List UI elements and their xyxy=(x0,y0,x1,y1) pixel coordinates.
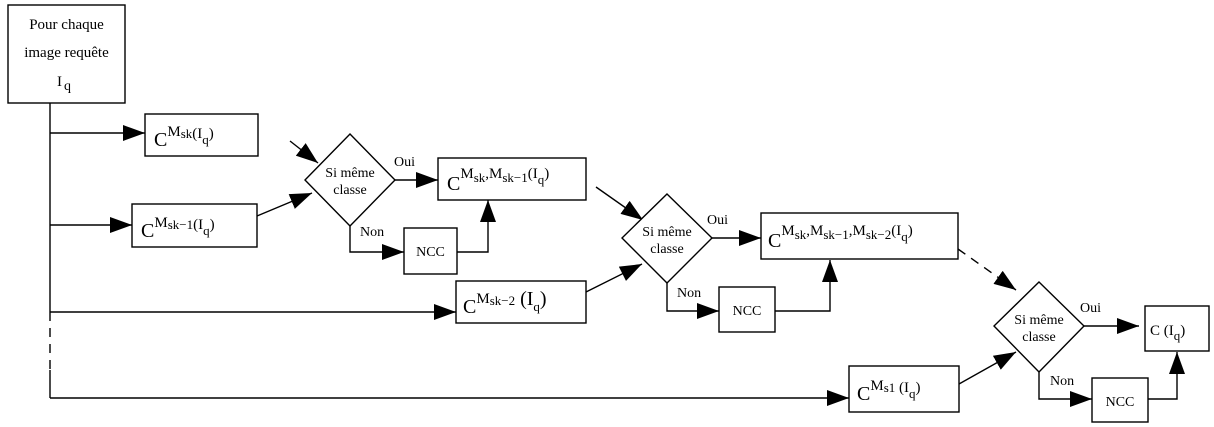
decision3-line2: classe xyxy=(1022,330,1055,345)
ncc-box-1: NCC xyxy=(403,227,458,275)
decision-diamond-1: Si même classe xyxy=(304,132,396,228)
arrow-combo2-to-decision3 xyxy=(957,248,1017,291)
model-box-s1: CMs1 (Iq) xyxy=(848,365,960,413)
svg-text:NCC: NCC xyxy=(416,245,445,260)
arrow-sk1-to-decision1 xyxy=(256,192,313,217)
svg-text:CMs1 (Iq): CMs1 (Iq) xyxy=(857,378,921,405)
arrow-ncc3-to-final xyxy=(1148,352,1185,400)
svg-text:NCC: NCC xyxy=(733,304,762,319)
model-box-sk1: CMsk−1(Iq) xyxy=(131,203,258,248)
decision2-yes-label: Oui xyxy=(707,213,728,228)
arrow-ncc1-to-combo1 xyxy=(457,200,496,253)
arrow-decision3-no xyxy=(1038,372,1092,407)
svg-text:CMsk−1(Iq): CMsk−1(Iq) xyxy=(141,215,215,242)
arrow-ncc2-to-combo2 xyxy=(775,260,838,312)
decision3-yes-label: Oui xyxy=(1080,301,1101,316)
svg-text:CMsk,Msk−1(Iq): CMsk,Msk−1(Iq) xyxy=(447,166,549,195)
combo-box-1: CMsk,Msk−1(Iq) xyxy=(437,157,587,201)
decision2-line2: classe xyxy=(650,242,683,257)
start-line2: image requête xyxy=(24,45,109,61)
decision3-line1: Si même xyxy=(1014,313,1063,328)
svg-text:CMsk−2 (Iq): CMsk−2 (Iq) xyxy=(463,288,547,318)
decision2-line1: Si même xyxy=(642,225,691,240)
svg-text:C (Iq): C (Iq) xyxy=(1150,323,1185,343)
svg-text:CMsk,Msk−1,Msk−2(Iq): CMsk,Msk−1,Msk−2(Iq) xyxy=(768,223,913,252)
decision1-yes-label: Oui xyxy=(394,155,415,170)
model-box-sk2: CMsk−2 (Iq) xyxy=(455,280,587,324)
svg-text:NCC: NCC xyxy=(1106,395,1135,410)
ncc-box-3: NCC xyxy=(1091,377,1149,423)
arrow-sk-to-decision1 xyxy=(289,140,319,164)
final-box: C (Iq) xyxy=(1144,305,1210,352)
start-line1: Pour chaque xyxy=(29,17,104,33)
decision2-no-label: Non xyxy=(677,286,701,301)
decision3-no-label: Non xyxy=(1050,374,1074,389)
arrow-s1-to-decision3 xyxy=(958,351,1017,385)
decision1-no-label: Non xyxy=(360,225,384,240)
model-box-sk: CMsk(Iq) xyxy=(144,113,259,157)
arrow-combo1-to-decision2 xyxy=(595,186,644,221)
decision-diamond-3: Si même classe xyxy=(993,281,1085,374)
arrow-sk2-to-decision2 xyxy=(585,263,643,293)
svg-text:CMsk(Iq): CMsk(Iq) xyxy=(154,124,214,151)
combo-box-2: CMsk,Msk−1,Msk−2(Iq) xyxy=(760,212,959,260)
ncc-box-2: NCC xyxy=(718,286,776,333)
decision-diamond-2: Si même classe xyxy=(621,193,713,284)
arrow-decision1-no xyxy=(349,226,404,260)
arrow-decision2-no xyxy=(666,283,719,319)
decision1-line2: classe xyxy=(333,183,366,198)
decision1-line1: Si même xyxy=(325,166,374,181)
